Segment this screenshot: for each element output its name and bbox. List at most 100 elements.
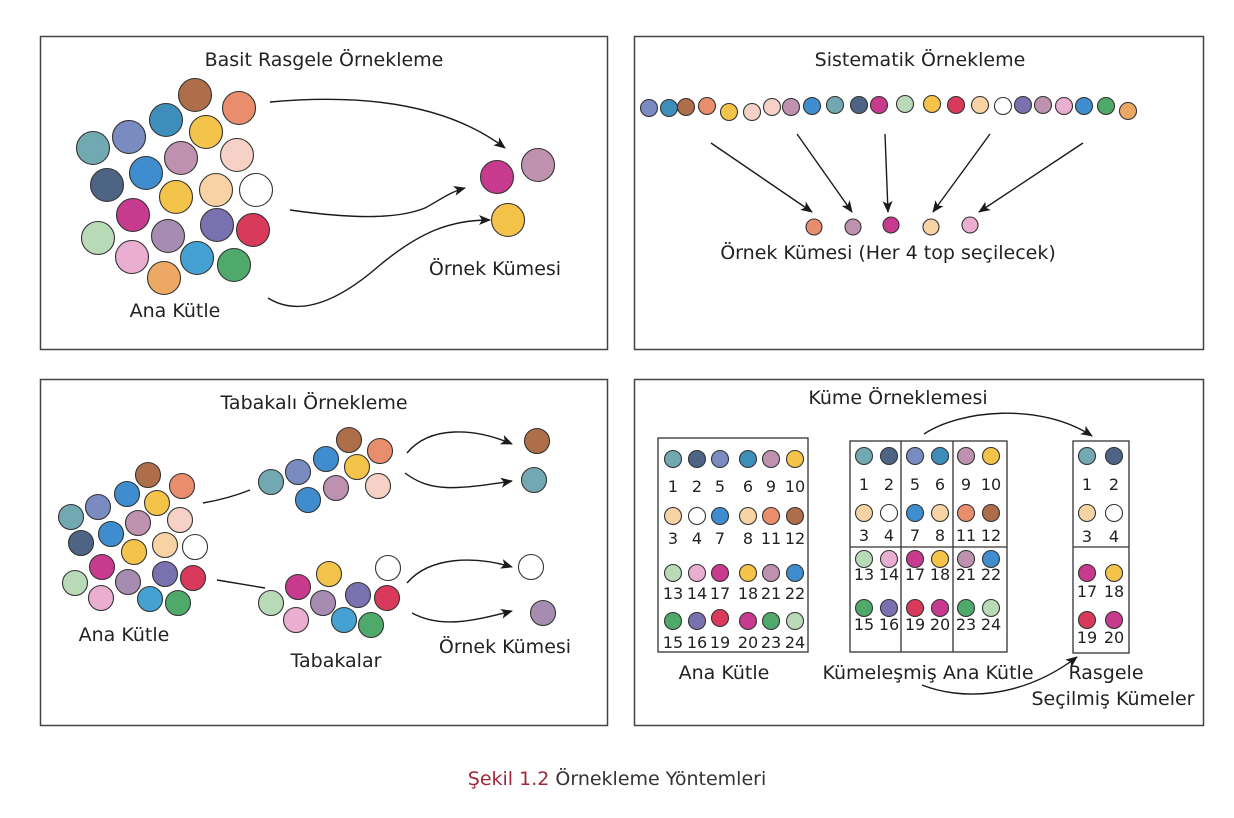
ball-periwinkle [905, 446, 925, 466]
ball-blue [128, 155, 164, 191]
ball-mauve [761, 563, 781, 583]
ball-number: 13 [663, 584, 683, 603]
ball-periwinkle [111, 119, 147, 155]
population-balls [639, 94, 1138, 122]
ball-magenta [284, 573, 312, 601]
ball-number: 20 [738, 633, 758, 652]
ball-number: 4 [692, 529, 702, 548]
arrow [882, 133, 893, 213]
ball-number: 4 [884, 526, 894, 545]
ball-magenta [1077, 563, 1097, 583]
ball-number: 3 [859, 526, 869, 545]
selected-label-line2: Seçilmiş Kümeler [1031, 688, 1194, 710]
ball-pink [961, 216, 979, 234]
panel-title: Sistematik Örnekleme [815, 48, 1026, 71]
ball-yellow [922, 94, 942, 114]
ball-yellow [719, 102, 739, 122]
population-box [657, 437, 809, 653]
ball-white [879, 503, 899, 523]
ball-number: 7 [910, 526, 920, 545]
ball-lavender [309, 589, 337, 617]
ball-periwinkle [284, 458, 312, 486]
ball-number: 9 [766, 477, 776, 496]
arrow [411, 608, 513, 623]
population-balls [57, 461, 209, 617]
ball-periwinkle [84, 493, 112, 521]
arrow [267, 215, 491, 307]
ball-number: 3 [1082, 527, 1092, 546]
ball-yellow [930, 549, 950, 569]
ball-mint [895, 94, 915, 114]
ball-number: 15 [663, 633, 683, 652]
ball-peach [930, 503, 950, 523]
ball-number: 12 [785, 529, 805, 548]
ball-green [761, 611, 781, 631]
ball-number: 11 [956, 526, 976, 545]
ball-number: 10 [785, 477, 805, 496]
ball-mauve [781, 97, 801, 117]
ball-pink [879, 549, 899, 569]
panel-title: Tabakalı Örnekleme [219, 391, 407, 414]
ball-number: 11 [761, 529, 781, 548]
ball-brown [177, 77, 213, 113]
ball-number: 14 [687, 584, 707, 603]
ball-number: 18 [930, 565, 950, 584]
ball-blush [364, 472, 392, 500]
ball-mint [663, 563, 683, 583]
ball-number: 23 [761, 633, 781, 652]
ball-number: 4 [1109, 527, 1119, 546]
ball-blush [742, 102, 762, 122]
ball-number: 18 [738, 584, 758, 603]
population-label: Ana Kütle [79, 624, 170, 646]
ball-number: 20 [1104, 628, 1124, 647]
arrow [978, 142, 1084, 213]
ball-peach [738, 506, 758, 526]
ball-violet [1013, 95, 1033, 115]
figure-caption: Şekil 1.2 Örnekleme Yöntemleri [0, 768, 1234, 790]
ball-salmon [366, 437, 394, 465]
panel-frame [633, 378, 1205, 727]
ball-yellow [738, 563, 758, 583]
ball-teal [520, 466, 548, 494]
ball-blue [785, 563, 805, 583]
ball-red [946, 95, 966, 115]
ball-brown [981, 503, 1001, 523]
ball-navy [1104, 446, 1124, 466]
arrow [406, 559, 513, 584]
ball-mauve [956, 446, 976, 466]
ball-salmon [168, 472, 196, 500]
ball-number: 17 [710, 584, 730, 603]
ball-mauve [1033, 95, 1053, 115]
ball-red [179, 564, 207, 592]
ball-yellow [981, 446, 1001, 466]
ball-peach [970, 95, 990, 115]
ball-periwinkle [710, 449, 730, 469]
ball-teal [663, 449, 683, 469]
ball-lavender [150, 218, 186, 254]
ball-peach [854, 503, 874, 523]
ball-white [374, 554, 402, 582]
ball-number: 10 [981, 475, 1001, 494]
ball-violet [199, 207, 235, 243]
ball-blush [219, 137, 255, 173]
ball-violet [687, 611, 707, 631]
ball-yellow [158, 179, 194, 215]
stratum-upper-balls [257, 426, 394, 514]
ball-mauve [844, 218, 862, 236]
ball-magenta [869, 95, 889, 115]
ball-yellow [490, 202, 526, 238]
ball-pink [1054, 96, 1074, 116]
ball-red [710, 608, 730, 628]
panel-frame [39, 35, 609, 351]
ball-teal [825, 95, 845, 115]
ball-blue [294, 486, 322, 514]
sample-label: Örnek Kümesi [439, 635, 571, 658]
ball-periwinkle [639, 98, 659, 118]
arrow [923, 412, 1093, 437]
ball-lavender [114, 568, 142, 596]
arrow [710, 142, 813, 213]
strata-label: Tabakalar [290, 650, 382, 672]
